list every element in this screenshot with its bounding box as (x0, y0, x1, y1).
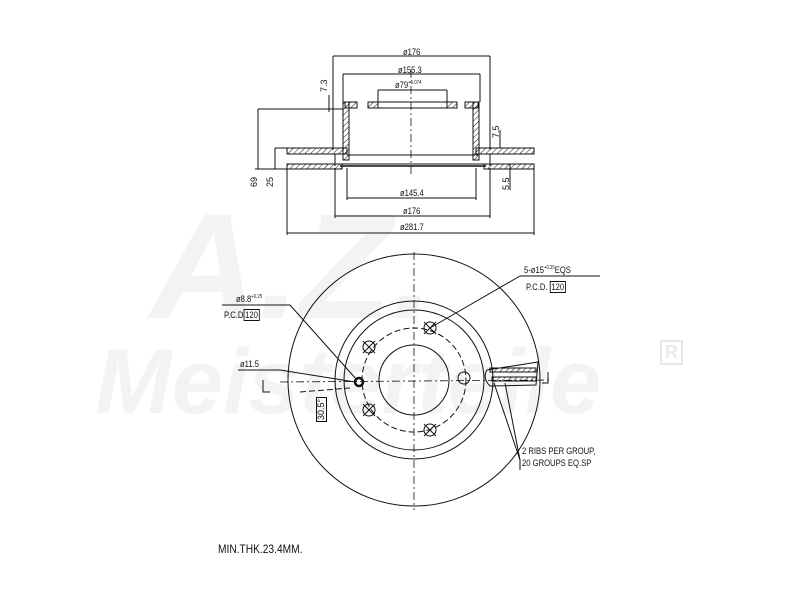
dim-outer-friction-thk: 7.5 (491, 125, 501, 138)
dim-inner-friction-thk: 5.5 (501, 177, 511, 190)
bolt-holes (362, 321, 471, 437)
dim-bottom-hat-dia: ø176 (403, 206, 421, 216)
bolt-hole-suffix: EQS (554, 265, 571, 275)
dim-outer-hat-dia: ø176 (403, 47, 421, 57)
ribs-note-line2: 20 GROUPS EQ.SP (522, 458, 592, 468)
bolt-hole-callout: 5-ø15+0.25EQS (524, 266, 571, 275)
section-view (255, 55, 535, 235)
pin-pcd-label: P.C.D (224, 310, 244, 320)
dim-total-height: 69 (249, 176, 259, 187)
center-bore-value: ø79 (395, 80, 409, 90)
bolt-hole-tol: +0.25 (543, 265, 555, 271)
ribs-note-line1: 2 RIBS PER GROUP, (522, 446, 596, 456)
bolt-pcd-value: 120 (549, 281, 566, 293)
center-bore-tol-upper: +0.074 (408, 80, 422, 86)
dim-disc-outer-dia: ø281.7 (400, 222, 424, 232)
dim-center-bore: ø79+0.074 (395, 81, 421, 90)
min-thickness-note: MIN.THK.23.4MM. (218, 542, 303, 556)
bolt-hole-size: 5-ø15 (524, 265, 544, 275)
pin-pcd-value: 120 (243, 309, 260, 321)
angle-label: 30.5° (316, 396, 327, 422)
set-screw-dia: ø11.5 (240, 359, 260, 369)
pin-hole-tol: +0.25 (251, 294, 263, 300)
pin-hole-callout: ø8.8+0.25 (236, 295, 262, 304)
registered-mark: R (660, 340, 683, 365)
bolt-pcd-label: P.C.D. (526, 282, 548, 292)
bolt-pcd: P.C.D. 120 (526, 281, 566, 293)
front-view (222, 252, 600, 510)
dim-hat-flange-thk: 7.3 (319, 79, 329, 92)
dim-inner-ring-dia: ø145.4 (400, 188, 424, 198)
watermark-logo-top: A.Z. (150, 182, 434, 350)
dim-inner-hat-dia: ø155.3 (398, 65, 422, 75)
watermark-logo-text: Meisterteile (95, 331, 602, 433)
dim-disc-thickness: 25 (265, 176, 275, 187)
pin-hole-size: ø8.8 (236, 294, 252, 304)
